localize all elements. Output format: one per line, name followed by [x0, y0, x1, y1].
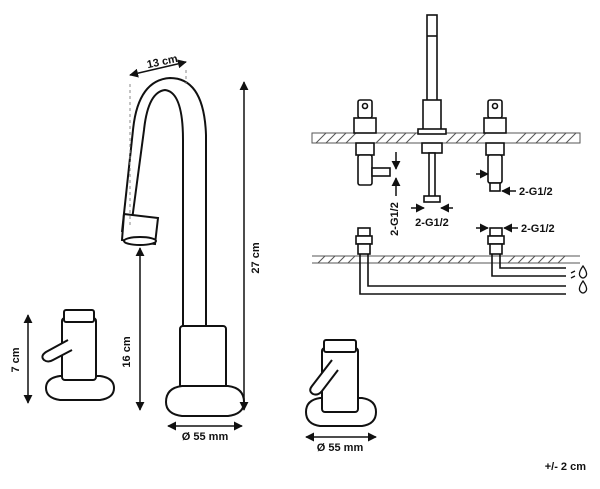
total-height-label: 27 cm [250, 242, 262, 273]
spout-base-label: Ø 55 mm [182, 431, 229, 443]
handle-base-label: Ø 55 mm [317, 442, 364, 454]
spout-base-dimension: Ø 55 mm [167, 421, 243, 443]
handle-height-dimension: 7 cm [10, 314, 33, 404]
handle-base-dimension: Ø 55 mm [305, 432, 377, 454]
right-lower-connection-label: 2-G1/2 [521, 223, 555, 235]
body-height-dimension: 16 cm [121, 247, 145, 411]
handle-height-label: 7 cm [10, 347, 22, 372]
center-spout-connection-label: 2-G1/2 [415, 217, 449, 229]
hot-water-droplet-icon [570, 264, 588, 279]
spout-assembly [120, 76, 246, 417]
installation-section-bottom: 2-G1/2 [312, 223, 588, 295]
right-valve-connection-label: 2-G1/2 [519, 186, 553, 198]
cold-water-droplet-icon [578, 279, 588, 294]
spout-reach-label: 13 cm [146, 53, 179, 71]
left-handle-valve [41, 309, 116, 401]
left-valve-connection-label: 2-G1/2 [389, 202, 401, 236]
right-handle-valve [304, 339, 378, 427]
body-height-label: 16 cm [121, 336, 133, 367]
tolerance-note: +/- 2 cm [545, 461, 586, 473]
installation-section-top: 2-G1/2 2-G1/2 2-G1/2 [311, 14, 581, 236]
total-height-dimension: 27 cm [239, 81, 262, 411]
